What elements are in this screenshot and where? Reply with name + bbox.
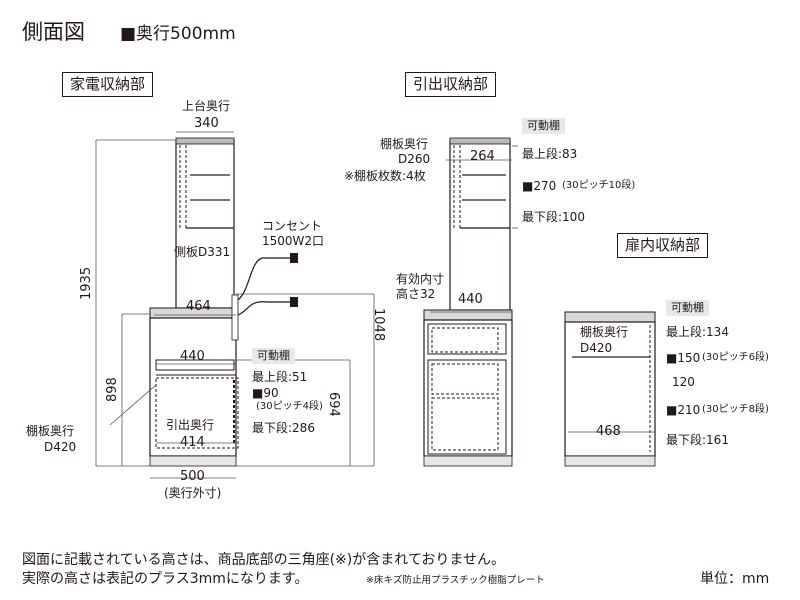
drawer-shelf-depth-label: 棚板奥行 bbox=[380, 137, 429, 151]
movable-shelf-tag-appliance: 可動棚 bbox=[252, 348, 295, 365]
drawer-shelf-top: 最上段:83 bbox=[522, 147, 578, 161]
appliance-shelf-depth: D420 bbox=[44, 440, 77, 454]
side-panel-label: 側板D331 bbox=[174, 245, 231, 259]
appliance-pitch-note: (30ピッチ4段) bbox=[256, 401, 323, 412]
door-shelf-top: 最上段:134 bbox=[666, 325, 729, 339]
drawer-depth-440: 440 bbox=[458, 292, 483, 307]
outlet-label: コンセント bbox=[262, 219, 323, 233]
appliance-shelf-depth-label: 棚板奥行 bbox=[26, 424, 75, 438]
top-depth-label: 上台奥行 bbox=[182, 99, 231, 113]
appliance-shelf-bottom: 最下段:286 bbox=[252, 421, 315, 435]
door-pitch-b-note: (30ピッチ8段) bbox=[702, 404, 769, 415]
movable-shelf-tag-drawer: 可動棚 bbox=[522, 118, 565, 135]
upper-cabinet bbox=[175, 139, 235, 309]
section-appliance: 家電収納部 bbox=[62, 72, 154, 97]
drawer-shelf-count: ※棚板枚数:4枚 bbox=[344, 169, 426, 183]
drawer-depth-value: 414 bbox=[180, 435, 205, 450]
drawer-depth-label: 引出奥行 bbox=[166, 418, 215, 432]
section-door: 扉内収納部 bbox=[617, 233, 709, 258]
upper-top-board bbox=[175, 137, 235, 145]
door-gap: 120 bbox=[672, 375, 695, 389]
page-title: 側面図 bbox=[22, 20, 85, 44]
total-depth-note: (奥行外寸) bbox=[164, 486, 222, 500]
drawer-depth-264: 264 bbox=[470, 149, 495, 164]
depth-440: 440 bbox=[180, 349, 205, 364]
depth-464: 464 bbox=[186, 299, 211, 314]
door-pitch-a-note: (30ピッチ6段) bbox=[702, 352, 769, 363]
drawer-shelf-bottom: 最下段:100 bbox=[522, 210, 585, 224]
outlet-spec: 1500W2口 bbox=[262, 234, 325, 248]
section-drawer: 引出収納部 bbox=[405, 72, 497, 97]
appliance-unit-drawing bbox=[95, 131, 375, 479]
outlet-box bbox=[231, 294, 239, 341]
footer-note-1: 図面に記載されている高さは、商品底部の三角座(※)が含まれておりません。 bbox=[22, 552, 505, 568]
height-694: 694 bbox=[326, 392, 341, 417]
footer-note-2: 実際の高さは表記のプラス3mmになります。 bbox=[22, 571, 309, 587]
inner-height-value: 高さ32 bbox=[396, 287, 436, 301]
door-depth-468: 468 bbox=[596, 424, 621, 439]
drawer-pitch: ■270 bbox=[522, 179, 557, 193]
door-shelf-depth: D420 bbox=[580, 341, 613, 355]
footer-note-2-small: ※床キズ防止用プラスチック樹脂プレート bbox=[366, 575, 545, 586]
movable-shelf-tag-door: 可動棚 bbox=[666, 300, 709, 317]
unit-label: 単位：mm bbox=[700, 571, 770, 587]
drawer-shelf-depth: D260 bbox=[398, 152, 431, 166]
door-pitch-b: ■210 bbox=[666, 403, 701, 417]
inner-height-label: 有効内寸 bbox=[396, 272, 445, 286]
depth-label: ■奥行500mm bbox=[120, 24, 236, 44]
door-shelf-depth-label: 棚板奥行 bbox=[580, 325, 629, 339]
top-depth-value: 340 bbox=[194, 116, 219, 131]
height-1935: 1935 bbox=[79, 266, 94, 300]
plinth bbox=[149, 455, 237, 467]
drawer-unit-drawing bbox=[423, 137, 518, 467]
height-898: 898 bbox=[105, 377, 120, 402]
appliance-shelf-top: 最上段:51 bbox=[252, 370, 308, 384]
total-depth: 500 bbox=[180, 469, 205, 484]
door-unit-drawing bbox=[564, 311, 656, 467]
height-1048: 1048 bbox=[371, 308, 386, 342]
door-shelf-bottom: 最下段:161 bbox=[666, 433, 729, 447]
door-pitch-a: ■150 bbox=[666, 351, 701, 365]
drawer-pitch-note: (30ピッチ10段) bbox=[562, 180, 636, 191]
appliance-pitch: ■90 bbox=[252, 386, 279, 400]
